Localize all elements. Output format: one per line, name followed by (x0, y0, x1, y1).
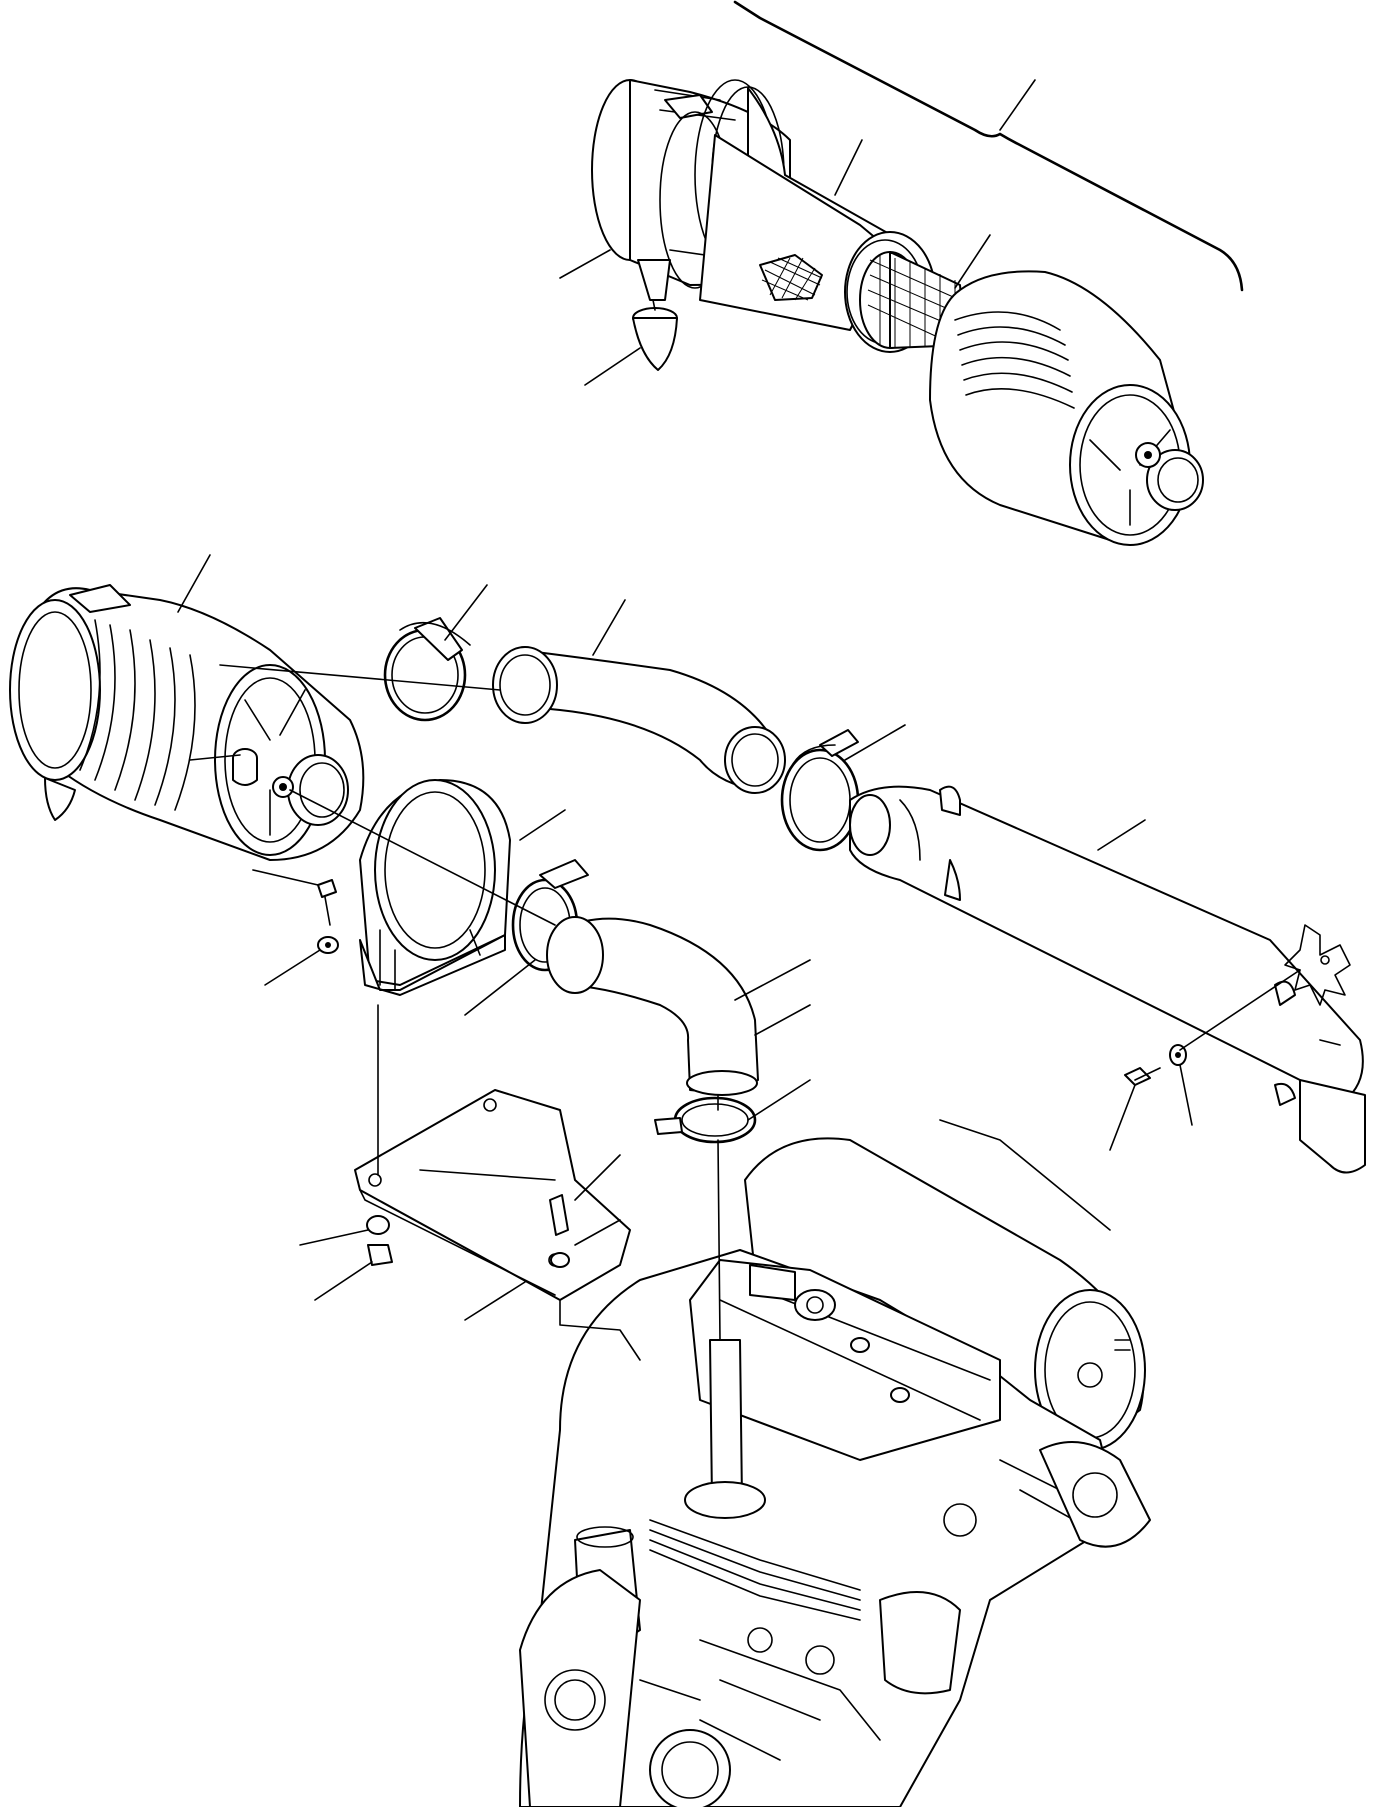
group-bracket-line (733, 0, 1244, 292)
cover-top (929, 270, 1204, 546)
bracket-fasteners (317, 879, 339, 954)
evacuator-valve-top (632, 259, 678, 371)
leader-lines (177, 554, 1193, 1321)
screen-patch (759, 254, 823, 301)
band-bracket (359, 779, 511, 996)
intake-hose (492, 646, 786, 794)
clamp-upper (383, 617, 471, 722)
assembly-lines (219, 664, 1301, 1361)
leader-lines-top (559, 79, 1036, 386)
clamp-bottom (654, 1096, 757, 1144)
elbow-hose (546, 916, 759, 1096)
air-cleaner-assembly-mid (9, 584, 365, 861)
frame-mount-symbol (1284, 924, 1351, 1006)
mounting-plate (354, 1089, 631, 1301)
clamp-middle (780, 729, 860, 852)
engine (519, 1137, 1151, 1807)
intake-pipe (849, 785, 1366, 1174)
pipe-mount-fasteners (1124, 1044, 1187, 1086)
